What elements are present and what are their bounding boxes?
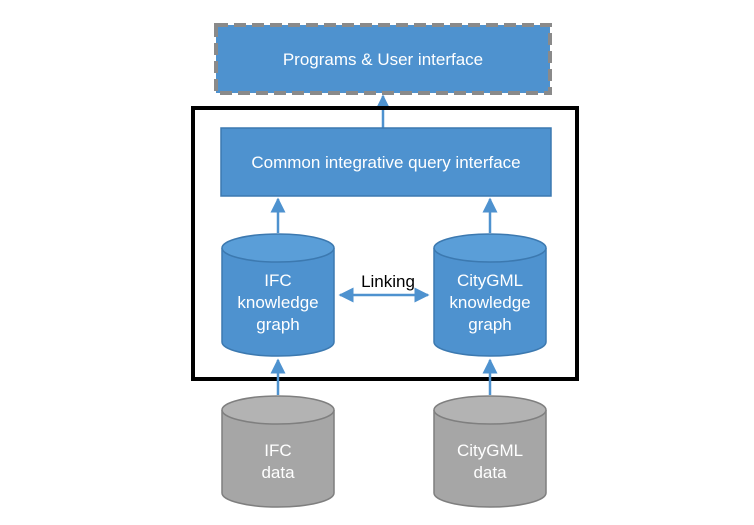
- citygml-knowledge-graph-line-3: graph: [468, 315, 511, 334]
- ifc-data-line-1: IFC: [264, 441, 291, 460]
- ifc-data-line-2: data: [261, 463, 295, 482]
- citygml-knowledge-graph-line-1: CityGML: [457, 271, 523, 290]
- ifc-data-cylinder: IFC data: [221, 395, 335, 508]
- ifc-knowledge-graph-cylinder: IFC knowledge graph: [221, 233, 335, 357]
- common-query-interface-label: Common integrative query interface: [251, 153, 520, 172]
- citygml-knowledge-graph-line-2: knowledge: [449, 293, 530, 312]
- linking-label: Linking: [361, 272, 415, 291]
- ifc-knowledge-graph-line-1: IFC: [264, 271, 291, 290]
- programs-user-interface-box: Programs & User interface: [214, 23, 552, 95]
- citygml-data-line-2: data: [473, 463, 507, 482]
- citygml-data-cylinder: CityGML data: [433, 395, 547, 508]
- citygml-knowledge-graph-cylinder: CityGML knowledge graph: [433, 233, 547, 357]
- knowledge-integration-frame: [191, 106, 579, 381]
- citygml-data-line-1: CityGML: [457, 441, 523, 460]
- common-query-interface-box: Common integrative query interface: [220, 127, 552, 197]
- ifc-knowledge-graph-line-2: knowledge: [237, 293, 318, 312]
- ifc-knowledge-graph-line-3: graph: [256, 315, 299, 334]
- programs-user-interface-label: Programs & User interface: [283, 50, 483, 69]
